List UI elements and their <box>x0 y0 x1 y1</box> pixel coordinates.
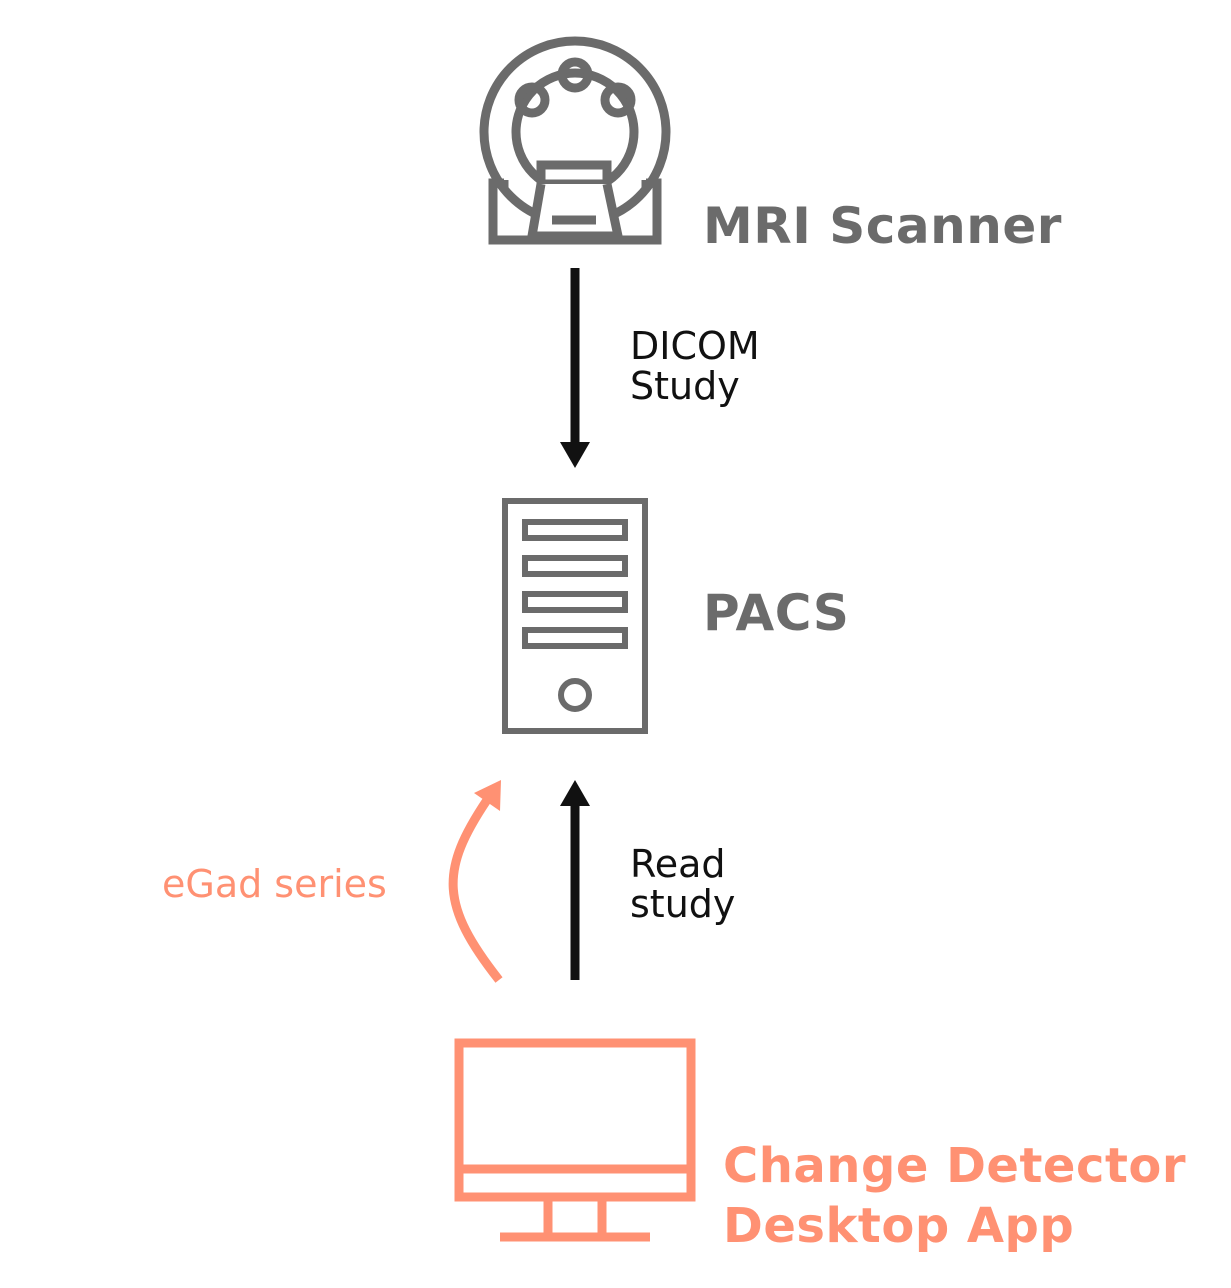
dicom-label-line2: Study <box>630 364 740 408</box>
pacs-label: PACS <box>703 584 850 642</box>
app-label-line2: Desktop App <box>723 1198 1075 1254</box>
server-tower-icon <box>502 498 648 734</box>
change-detector-label: Change Detector Desktop App <box>723 1136 1186 1256</box>
read-label-line1: Read <box>630 842 726 886</box>
egad-series-label: eGad series <box>162 862 387 906</box>
dicom-study-arrow <box>560 268 590 468</box>
egad-series-arrow <box>448 780 503 983</box>
mri-scanner-icon <box>479 36 671 245</box>
dicom-label-line1: DICOM <box>630 324 760 368</box>
app-label-line1: Change Detector <box>723 1138 1187 1194</box>
desktop-monitor-icon <box>454 1038 696 1242</box>
read-label-line2: study <box>630 882 736 926</box>
read-study-label: Read study <box>630 844 735 924</box>
read-study-arrow <box>560 780 590 980</box>
mri-scanner-label: MRI Scanner <box>703 197 1062 255</box>
dicom-study-label: DICOM Study <box>630 326 760 406</box>
